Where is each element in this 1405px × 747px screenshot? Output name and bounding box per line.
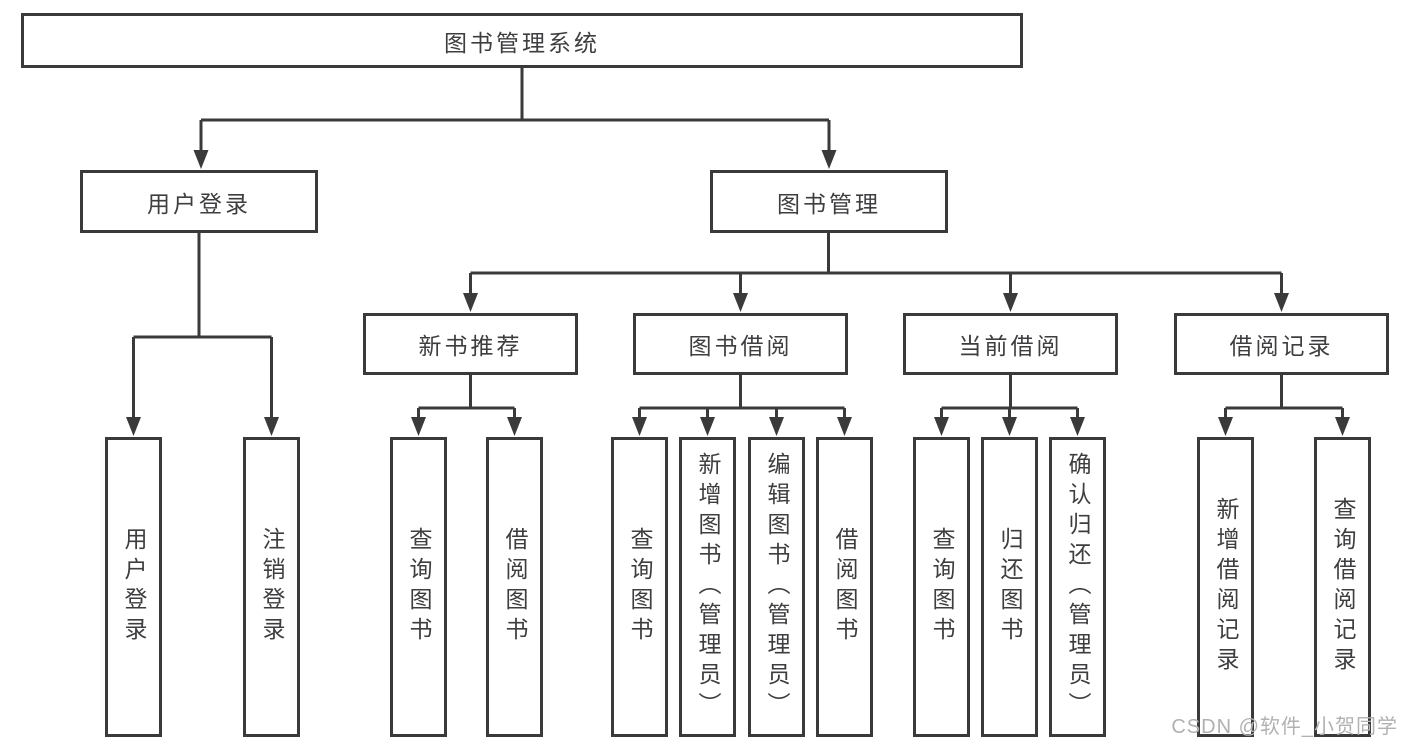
leaf-label: 归还图书 <box>997 527 1023 647</box>
leaf-label: 新增图书（管理员） <box>695 452 721 722</box>
leaf-label: 查询图书 <box>929 527 955 647</box>
leaf-label: 查询借阅记录 <box>1330 497 1356 677</box>
node-book-borrowing: 图书借阅 <box>633 313 848 375</box>
leaf-label: 编辑图书（管理员） <box>764 452 790 722</box>
leaf-user-login: 用户登录 <box>105 437 162 737</box>
leaf-label: 借阅图书 <box>502 527 528 647</box>
leaf-bb-query-books: 查询图书 <box>611 437 668 737</box>
leaf-bb-add-books-admin: 新增图书（管理员） <box>679 437 736 737</box>
leaf-br-add-record: 新增借阅记录 <box>1197 437 1254 737</box>
leaf-bb-edit-books-admin: 编辑图书（管理员） <box>748 437 805 737</box>
node-root: 图书管理系统 <box>21 13 1023 68</box>
leaf-label: 新增借阅记录 <box>1213 497 1239 677</box>
leaf-label: 借阅图书 <box>832 527 858 647</box>
node-borrowing-records: 借阅记录 <box>1174 313 1389 375</box>
leaf-cb-return-books: 归还图书 <box>981 437 1038 737</box>
leaf-label: 查询图书 <box>627 527 653 647</box>
leaf-label: 查询图书 <box>406 527 432 647</box>
csdn-watermark: CSDN @软件_小贺同学 <box>1171 716 1398 738</box>
leaf-label: 注销登录 <box>259 527 285 647</box>
leaf-br-query-record: 查询借阅记录 <box>1314 437 1371 737</box>
leaf-nbr-borrow-books: 借阅图书 <box>486 437 543 737</box>
leaf-label: 确认归还（管理员） <box>1065 452 1091 722</box>
leaf-nbr-query-books: 查询图书 <box>390 437 447 737</box>
leaf-label: 用户登录 <box>121 527 147 647</box>
leaf-cb-query-books: 查询图书 <box>913 437 970 737</box>
leaf-logout: 注销登录 <box>243 437 300 737</box>
node-new-book-recommendation: 新书推荐 <box>363 313 578 375</box>
node-user-login: 用户登录 <box>80 170 318 233</box>
leaf-cb-confirm-return-admin: 确认归还（管理员） <box>1049 437 1106 737</box>
node-current-borrowing: 当前借阅 <box>903 313 1118 375</box>
leaf-bb-borrow-books: 借阅图书 <box>816 437 873 737</box>
node-book-management: 图书管理 <box>710 170 948 233</box>
